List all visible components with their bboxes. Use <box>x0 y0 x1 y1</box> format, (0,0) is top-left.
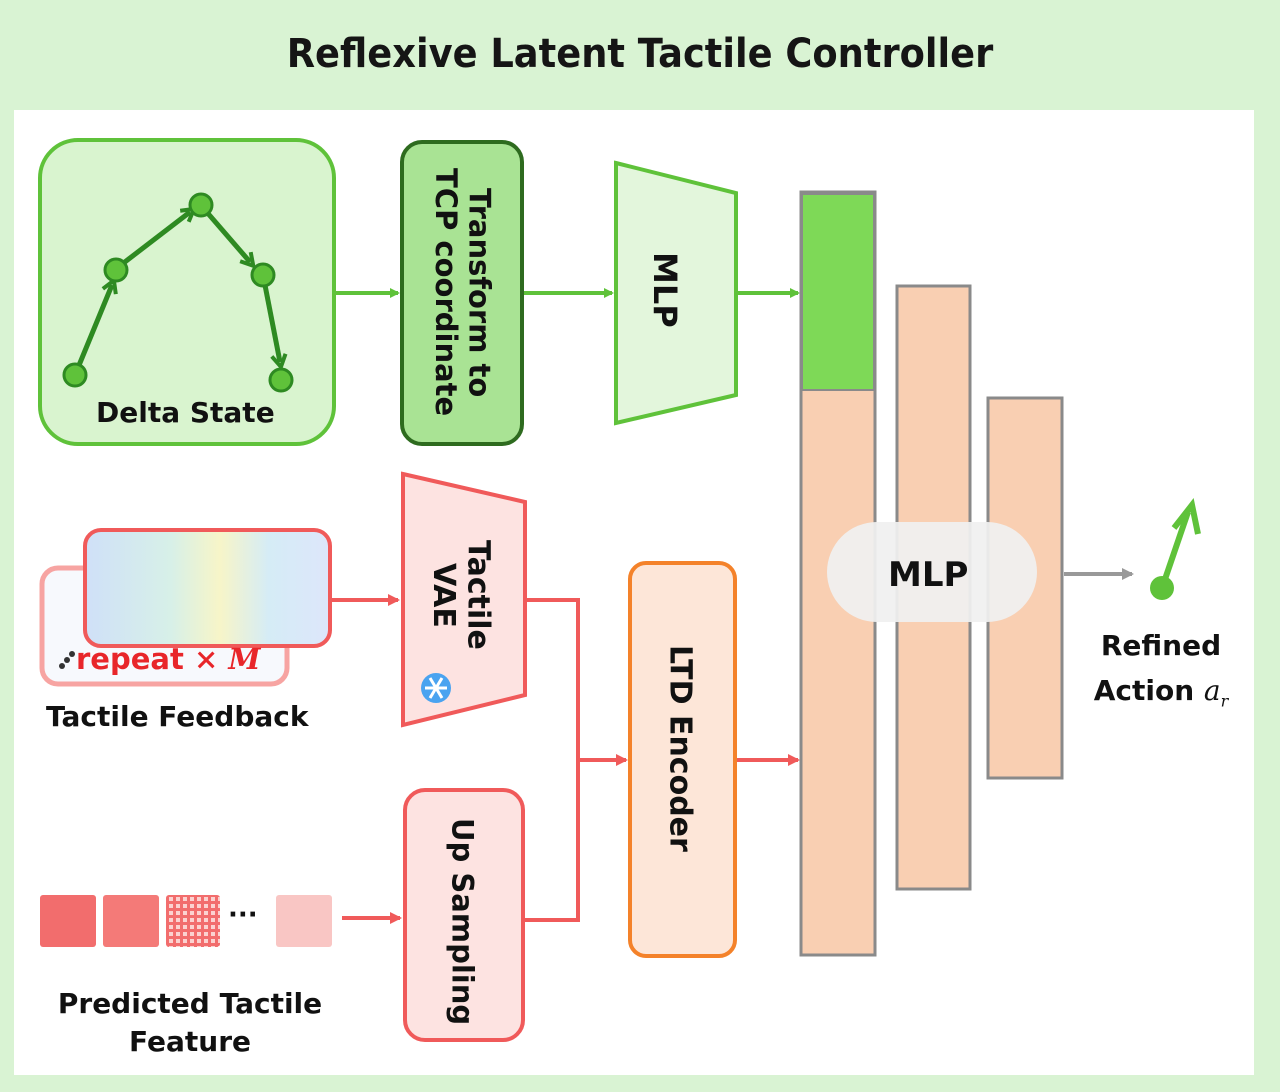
repeat-times: × M <box>193 642 261 676</box>
repeat-label: repeat × M <box>76 642 260 676</box>
predicted-feature-label: Predicted Tactile Feature <box>40 985 340 1061</box>
refined-action-symbol: a <box>1203 673 1221 707</box>
mlp-layer-1-green-segment <box>801 193 875 391</box>
predicted-feature-squares <box>40 895 332 947</box>
tactile-vae-line1: Tactile <box>460 540 496 650</box>
mlp-stack-node <box>799 190 1064 957</box>
trajectory-icon <box>62 192 294 393</box>
action-arrow-icon <box>1150 498 1201 600</box>
delta-state-node <box>38 138 336 446</box>
predicted-feature-line1: Predicted Tactile <box>57 987 323 1020</box>
mlp-top-node <box>614 160 738 426</box>
predicted-feature-line2: Feature <box>129 1024 251 1058</box>
transform-label: Transform to TCP coordinate <box>412 150 512 435</box>
mlp-stack-label: MLP <box>888 555 969 595</box>
snowflake-icon <box>421 673 451 703</box>
ltd-encoder-label: LTD Encoder <box>662 645 698 852</box>
diagram-title: Reflexive Latent Tactile Controller <box>286 31 994 77</box>
title-bar: Reflexive Latent Tactile Controller <box>0 0 1280 108</box>
refined-action-subscript: r <box>1220 691 1229 711</box>
tactile-vae-label: Tactile VAE <box>412 530 508 660</box>
up-sampling-node <box>403 788 525 1042</box>
transform-label-line1: Transform to <box>462 187 497 398</box>
mlp-label-pill <box>827 522 1037 622</box>
tactile-feedback-label: Tactile Feedback <box>46 700 309 733</box>
transform-node <box>400 140 524 446</box>
repeat-text: repeat <box>76 642 184 676</box>
feature-ellipsis: ··· <box>228 900 258 930</box>
refined-action-label: Refined Action ar <box>1076 624 1246 714</box>
repeat-dots-icon <box>59 651 75 669</box>
tactile-feedback-images <box>39 528 332 687</box>
up-sampling-label: Up Sampling <box>445 818 480 1026</box>
transform-label-line2: TCP coordinate <box>429 168 463 417</box>
refined-action-line2: Action <box>1093 673 1195 707</box>
tactile-vae-node <box>401 471 527 728</box>
edge-vae-junction <box>525 598 580 922</box>
delta-state-label: Delta State <box>96 396 275 429</box>
refined-action-line1: Refined <box>1100 629 1222 662</box>
mlp-top-label: MLP <box>645 252 684 328</box>
tactile-vae-line2: VAE <box>426 562 461 628</box>
ltd-encoder-node <box>628 561 737 958</box>
